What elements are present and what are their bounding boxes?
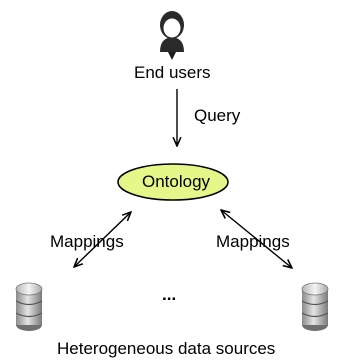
- sources-ellipsis: ...: [162, 285, 177, 304]
- mapping-arrow-right: [221, 210, 292, 268]
- sources-caption: Heterogeneous data sources: [57, 339, 276, 358]
- ontology-node: [117, 163, 229, 201]
- user-icon: [160, 11, 184, 60]
- mapping-arrow-left: [74, 212, 131, 267]
- ontology-label: Ontology: [142, 172, 211, 191]
- mappings-left-label: Mappings: [50, 232, 124, 251]
- query-label: Query: [194, 106, 241, 125]
- database-icon: [15, 282, 43, 331]
- database-icon: [301, 282, 329, 331]
- end-users-label: End users: [134, 63, 211, 82]
- mappings-right-label: Mappings: [216, 232, 290, 251]
